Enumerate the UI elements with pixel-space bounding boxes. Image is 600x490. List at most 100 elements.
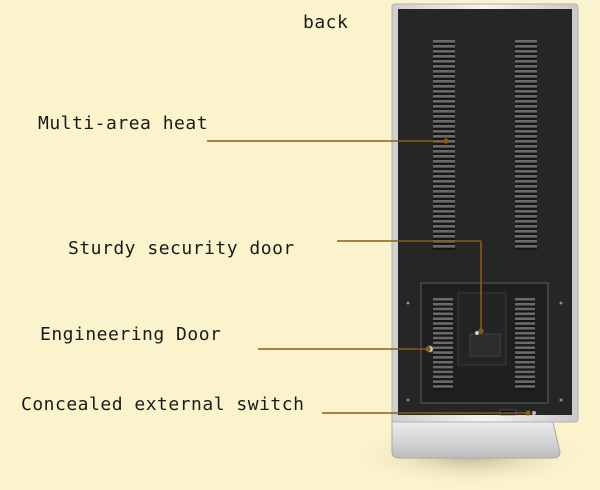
vent-slot xyxy=(433,120,455,123)
vent-slot-shadow xyxy=(515,300,535,303)
vent-slot xyxy=(515,235,537,238)
vent-slot xyxy=(433,95,455,98)
vent-slot-shadow xyxy=(515,207,537,210)
vent-slot-shadow xyxy=(515,349,535,352)
vent-slot xyxy=(433,336,453,340)
vent-slot xyxy=(433,45,455,48)
vent-slot xyxy=(515,220,537,223)
vent-slot-shadow xyxy=(433,368,453,371)
vent-slot xyxy=(433,65,455,68)
vent-slot xyxy=(433,115,455,118)
vent-slot xyxy=(515,100,537,103)
vent-slot xyxy=(433,215,455,218)
vent-slot xyxy=(515,125,537,128)
vent-slot xyxy=(433,331,453,335)
vent-slot-shadow xyxy=(515,353,535,357)
vent-slot-shadow xyxy=(515,142,537,145)
vent-slot-shadow xyxy=(515,127,537,130)
vent-slot xyxy=(515,75,537,78)
vent-slot-shadow xyxy=(433,142,455,145)
vent-slot xyxy=(433,307,453,311)
vent-slot xyxy=(433,165,455,168)
vent-slot xyxy=(515,180,537,183)
vent-slot xyxy=(433,351,453,354)
vent-slot-shadow xyxy=(515,92,537,95)
vent-slot xyxy=(515,356,535,359)
vent-slot-shadow xyxy=(433,320,453,323)
vent-slot xyxy=(515,135,537,138)
vent-slot xyxy=(515,385,535,388)
vent-slot xyxy=(433,302,453,306)
vent-slot xyxy=(433,110,455,113)
vent-slot xyxy=(433,150,455,153)
vent-slot xyxy=(515,336,535,340)
vent-slot xyxy=(433,230,455,233)
vent-slot-shadow xyxy=(433,172,455,175)
vent-slot-shadow xyxy=(433,82,455,85)
vent-slot xyxy=(515,65,537,68)
vent-slot xyxy=(515,302,535,306)
vent-slot xyxy=(515,205,537,208)
vent-slot-shadow xyxy=(515,315,535,318)
vent-slot-shadow xyxy=(515,87,537,90)
vent-slot-shadow xyxy=(515,182,537,185)
vent-slot-shadow xyxy=(433,127,455,130)
vent-slot-shadow xyxy=(515,378,535,381)
vent-slot xyxy=(515,130,537,133)
screw xyxy=(559,301,563,305)
vent-slot-shadow xyxy=(433,147,455,150)
vent-slot-shadow xyxy=(433,363,453,366)
callout-concealed-external-switch: Concealed external switch xyxy=(21,394,305,415)
vent-slot-shadow xyxy=(433,167,455,170)
vent-slot-shadow xyxy=(515,177,537,180)
vent-slot-shadow xyxy=(433,77,455,80)
vent-slot xyxy=(515,327,535,330)
vent-slot-shadow xyxy=(515,107,537,110)
vent-slot-shadow xyxy=(515,162,537,165)
leader-lines xyxy=(207,140,528,414)
security-door-handle xyxy=(469,333,501,357)
vent-slot-shadow xyxy=(515,97,537,100)
vent-slot xyxy=(433,200,455,203)
vent-slot-shadow xyxy=(433,222,455,225)
vent-slot-shadow xyxy=(433,107,455,110)
vent-slot-shadow xyxy=(433,92,455,95)
vent-slot xyxy=(433,298,453,301)
vent-slot xyxy=(515,85,537,88)
vent-slot xyxy=(515,298,535,301)
screw xyxy=(406,301,410,305)
vent-slot xyxy=(433,375,453,379)
vent-slot-shadow xyxy=(433,132,455,135)
vent-slot-shadow xyxy=(433,207,455,210)
vent-slot-shadow xyxy=(433,300,453,303)
vent-slot-shadow xyxy=(433,62,455,65)
diagram-title: back xyxy=(303,12,349,33)
vent-slot xyxy=(433,180,455,183)
vent-slot xyxy=(433,75,455,78)
vent-slot xyxy=(515,150,537,153)
vent-slot-shadow xyxy=(433,187,455,190)
vent-slot-shadow xyxy=(515,305,535,308)
vent-slot xyxy=(515,165,537,168)
vent-slot-shadow xyxy=(515,62,537,65)
vent-slot xyxy=(515,70,537,73)
vent-slot xyxy=(515,120,537,123)
vent-slot xyxy=(433,190,455,193)
vent-slot-shadow xyxy=(515,187,537,190)
vent-slot-shadow xyxy=(433,152,455,155)
vent-slot-shadow xyxy=(515,137,537,140)
vent-slot xyxy=(433,85,455,88)
vent-slot-shadow xyxy=(433,344,453,347)
vent-slot-shadow xyxy=(515,373,535,376)
vent-slot xyxy=(515,312,535,316)
vent-slot xyxy=(515,230,537,233)
vent-slot xyxy=(433,80,455,83)
vent-slot xyxy=(433,90,455,93)
vent-slot-shadow xyxy=(433,102,455,105)
vent-slot xyxy=(515,110,537,113)
vent-slot xyxy=(515,50,537,53)
vent-slot-shadow xyxy=(515,102,537,105)
vent-slot xyxy=(515,80,537,83)
vent-slot xyxy=(515,195,537,198)
